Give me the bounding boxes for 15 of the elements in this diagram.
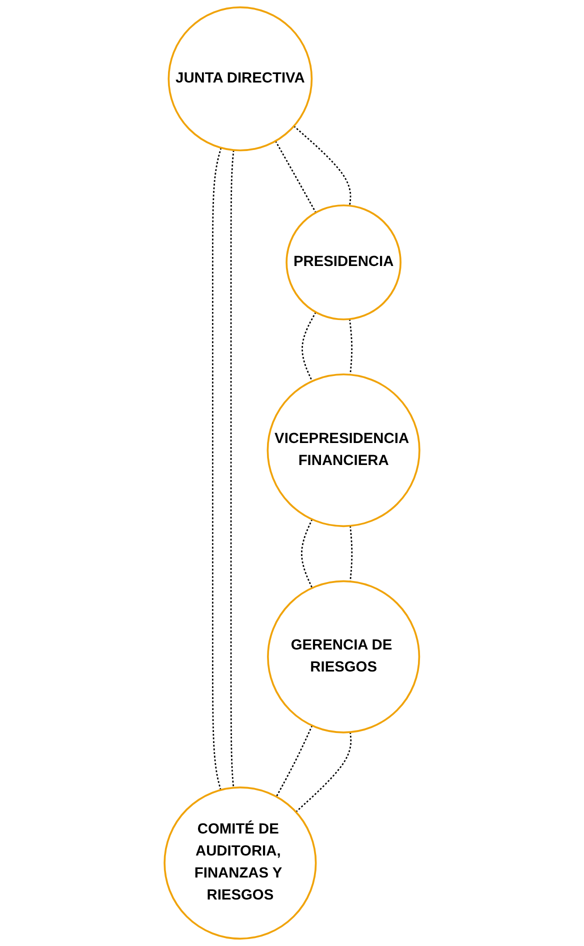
connector xyxy=(276,725,313,797)
node-circle: PRESIDENCIA xyxy=(286,204,402,320)
node-circle: COMITÉ DE AUDITORIA, FINANZAS Y RIESGOS xyxy=(164,786,317,940)
node-circle: GERENCIA DE RIESGOS xyxy=(267,580,420,734)
connector xyxy=(230,150,234,788)
connector xyxy=(293,126,352,206)
connector xyxy=(349,318,352,375)
connector xyxy=(212,148,222,790)
connector xyxy=(274,140,316,213)
connector xyxy=(295,732,352,812)
node-circle: JUNTA DIRECTIVA xyxy=(168,6,313,152)
connector xyxy=(301,519,313,588)
connector xyxy=(350,526,353,582)
connector xyxy=(302,312,316,382)
node-circle: VICEPRESIDENCIA FINANCIERA xyxy=(266,373,420,528)
